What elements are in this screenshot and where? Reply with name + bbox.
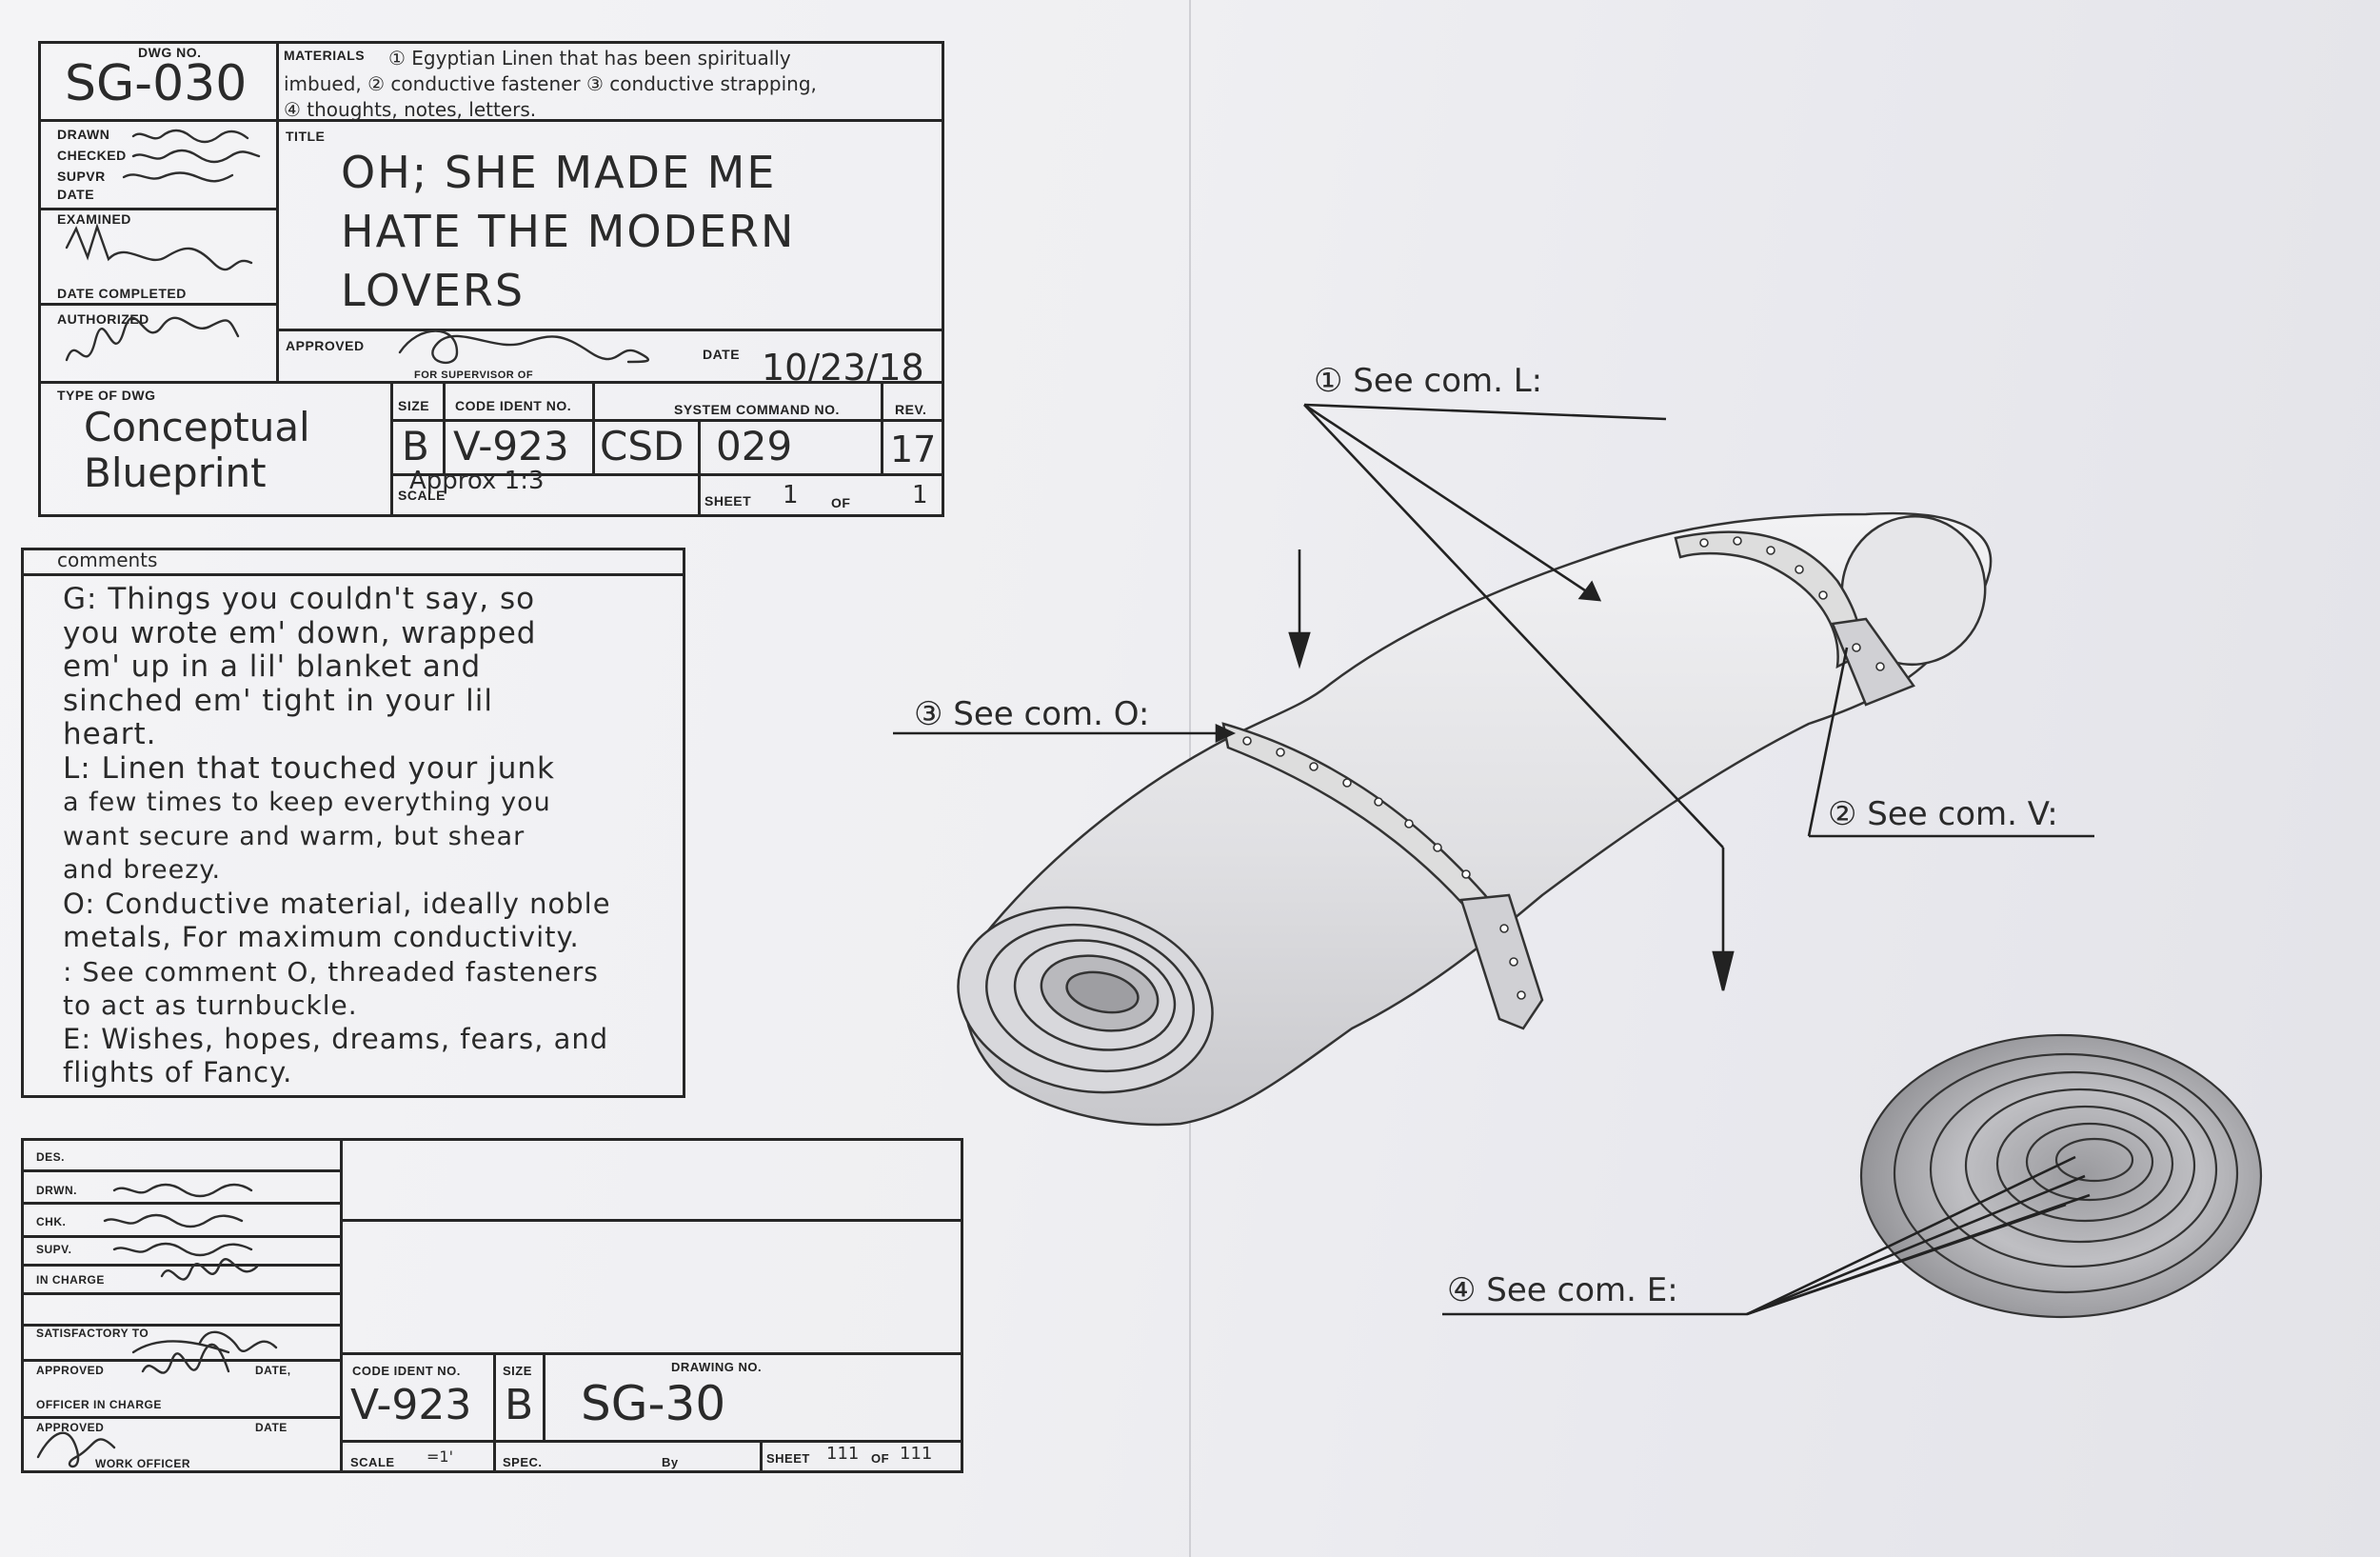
comment-line: L: Linen that touched your junk [63,750,555,786]
comment-line: G: Things you couldn't say, so [63,582,536,616]
callout-1: ① See com. L: [1314,362,1543,400]
sheet-value: 1 [783,481,799,509]
comment-line: you wrote em' down, wrapped [63,615,537,650]
drawing-type: Conceptual Blueprint [84,405,310,496]
checked-label: CHECKED [57,148,127,163]
approved-lower-label: APPROVED [36,1364,105,1377]
drawing-no-label: DRAWING NO. [671,1360,763,1374]
strap-holes [1242,536,1885,1000]
comment-line: metals, For maximum conductivity. [63,921,580,953]
materials-label: MATERIALS [284,48,366,63]
callout-4: ④ See com. E: [1447,1271,1678,1309]
comment-line: want secure and warm, but shear [63,821,526,851]
approved-date: 10/23/18 [762,347,924,389]
by-label: By [662,1455,679,1469]
lower-scale: =1' [426,1447,453,1466]
materials-line: imbued, ② conductive fastener ③ conducti… [284,72,817,95]
authorized-label: AUTHORIZED [57,311,149,327]
type-line: Blueprint [84,449,267,496]
code-ident-label: CODE IDENT NO. [455,398,572,413]
size-label: SIZE [398,398,430,413]
callout-3: ③ See com. O: [914,695,1150,733]
materials-text: ① Egyptian Linen that has been spiritual… [284,46,941,123]
date2-label: DATE [255,1421,288,1434]
rev-label: REV. [895,402,927,417]
approved-date-label: DATE [703,347,741,362]
for-supervisor-label: FOR SUPERVISOR OF [414,369,534,381]
drwn-label: DRWN. [36,1184,77,1197]
date-lower-label: DATE, [255,1364,291,1377]
title-block [38,41,944,517]
lower-sheet-label: SHEET [766,1451,810,1466]
sheet-label: SHEET [704,493,752,509]
drawn-label: DRAWN [57,127,110,142]
comments-label: comments [57,549,158,571]
system-command-label: SYSTEM COMMAND NO. [674,402,840,417]
comment-line: O: Conductive material, ideally noble [63,887,611,920]
chk-label: CHK. [36,1215,67,1228]
callout-2: ② See com. V: [1828,795,2058,833]
scale-value: Approx 1:3 [409,467,545,495]
comment-line: sinched em' tight in your lil [63,683,493,718]
date-completed-label: DATE COMPLETED [57,286,187,301]
date-label: DATE [57,187,95,202]
comment-line: : See comment O, threaded fasteners [63,955,599,988]
drawing-title: OH; SHE MADE ME HATE THE MODERN LOVERS [341,143,795,320]
title-line: LOVERS [341,265,526,316]
of-value: 1 [912,481,928,509]
satisfactory-label: SATISFACTORY TO [36,1327,149,1340]
size-value: B [402,423,429,469]
title-line: OH; SHE MADE ME [341,147,777,198]
comments-box [21,548,685,1098]
comment-line: and breezy. [63,855,222,885]
des-label: DES. [36,1150,66,1164]
materials-line: ④ thoughts, notes, letters. [284,98,537,121]
comment-line: flights of Fancy. [63,1056,293,1088]
lower-of: 111 [900,1444,933,1464]
type-line: Conceptual [84,404,310,450]
coiled-thoughts [1859,1033,2263,1319]
work-officer-label: WORK OFFICER [95,1457,190,1470]
drawing-no: SG-30 [581,1376,726,1431]
lower-sheet: 111 [826,1444,860,1464]
comment-line: a few times to keep everything you [63,788,551,817]
type-label: TYPE OF DWG [57,388,156,403]
in-charge-label: IN CHARGE [36,1273,105,1287]
examined-label: EXAMINED [57,211,131,227]
officer-label: OFFICER IN CHARGE [36,1398,162,1411]
dwg-no: SG-030 [65,55,248,112]
code-ident-value: V-923 [453,423,569,469]
lower-size-label: SIZE [503,1364,532,1378]
materials-line: ① Egyptian Linen that has been spiritual… [388,47,791,70]
leader-lines [893,403,2094,1316]
lower-code-ident: V-923 [350,1381,472,1429]
scale-label: SCALE [398,488,446,503]
comment-line: to act as turnbuckle. [63,989,358,1021]
lower-size: B [505,1381,534,1429]
of-label: OF [831,495,851,510]
approved2-label: APPROVED [36,1421,105,1434]
supv-label: SUPV. [36,1243,72,1256]
lower-of-label: OF [871,1451,890,1466]
lower-title-block [21,1138,963,1473]
conductive-strap-left [1221,722,1544,1030]
approved-label: APPROVED [286,338,365,353]
lower-scale-label: SCALE [350,1455,395,1469]
comments-text: G: Things you couldn't say, so you wrote… [63,582,682,1090]
comment-line: heart. [63,717,157,751]
system-command-a: CSD [600,423,684,469]
comment-line: em' up in a lil' blanket and [63,649,482,684]
spec-label: SPEC. [503,1455,543,1469]
system-command-b: 029 [716,423,793,469]
rev-value: 17 [890,429,937,470]
supvr-label: SUPVR [57,169,106,184]
lower-code-ident-label: CODE IDENT NO. [352,1364,461,1378]
comment-line: E: Wishes, hopes, dreams, fears, and [63,1022,609,1055]
conductive-strap-right [1674,530,1915,707]
title-line: HATE THE MODERN [341,206,796,257]
dwg-no-label: DWG NO. [138,45,202,60]
title-label: TITLE [286,129,326,144]
